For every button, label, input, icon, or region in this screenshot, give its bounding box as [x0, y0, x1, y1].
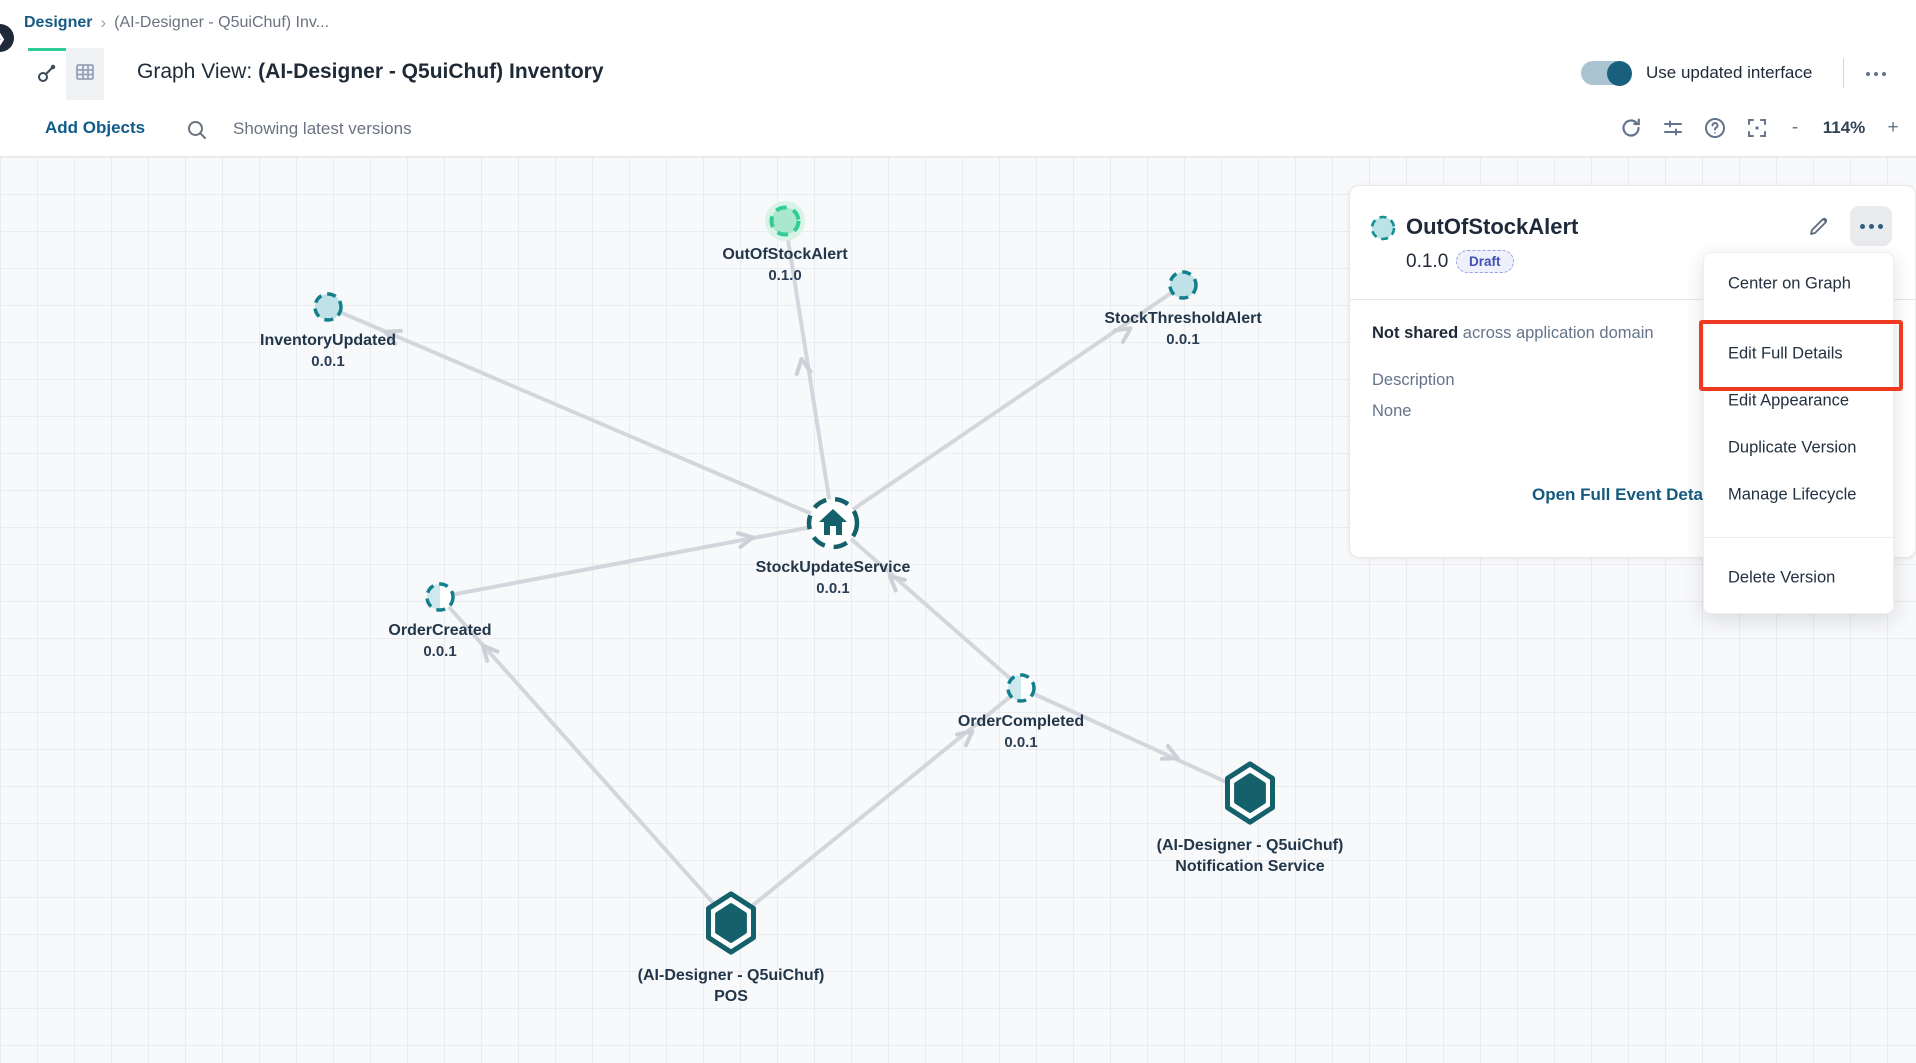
chevron-right-icon: › [100, 13, 107, 32]
panel-title: OutOfStockAlert [1406, 214, 1579, 239]
toggle-knob [1607, 60, 1632, 86]
edit-pencil-button[interactable] [1801, 210, 1835, 244]
menu-item-duplicate-version[interactable]: Duplicate Version [1728, 438, 1857, 457]
table-view-icon [74, 61, 96, 88]
panel-overflow-menu-button[interactable] [1850, 206, 1892, 246]
search-icon[interactable] [185, 118, 209, 147]
event-icon [1368, 213, 1398, 248]
description-label: Description [1372, 371, 1455, 389]
view-tabs [28, 48, 104, 100]
shared-status-text: Not shared across application domain [1372, 324, 1654, 342]
zoom-in-button[interactable]: + [1887, 117, 1899, 138]
header-bar: ❯ Designer › (AI-Designer - Q5uiChuf) In… [0, 0, 1916, 101]
toggle-label: Use updated interface [1646, 63, 1813, 82]
fit-to-screen-button[interactable] [1744, 115, 1770, 141]
panel-divider [1350, 299, 1915, 300]
graph-toolbar: Add Objects Showing latest versions [0, 100, 1916, 157]
breadcrumb-designer[interactable]: Designer [24, 14, 93, 31]
page-title-prefix: Graph View: [137, 60, 253, 83]
node-label-POS: (AI-Designer - Q5uiChuf)POS [637, 967, 825, 1005]
help-button[interactable] [1702, 115, 1728, 141]
panel-version: 0.1.0 [1406, 251, 1449, 272]
description-value: None [1372, 402, 1412, 420]
breadcrumb-current: (AI-Designer - Q5uiChuf) Inv... [114, 14, 330, 31]
menu-divider [1704, 537, 1893, 538]
menu-item-edit-appearance[interactable]: Edit Appearance [1728, 391, 1850, 410]
draft-status-badge: Draft [1456, 250, 1514, 273]
filter-settings-button[interactable] [1660, 115, 1686, 141]
page-title-name: (AI-Designer - Q5uiChuf) Inventory [258, 60, 604, 83]
zoom-level[interactable]: 114% [1822, 118, 1866, 137]
tab-graph-view[interactable] [28, 48, 66, 100]
zoom-out-button[interactable]: - [1791, 117, 1799, 138]
menu-item-center-on-graph[interactable]: Center on Graph [1728, 274, 1851, 293]
node-label-NotificationService: (AI-Designer - Q5uiChuf)Notification Ser… [1156, 837, 1344, 875]
tab-table-view[interactable] [66, 48, 104, 100]
updated-interface-toggle[interactable] [1581, 60, 1632, 86]
graph-view-icon [36, 62, 58, 89]
version-status-text: Showing latest versions [233, 119, 412, 138]
refresh-button[interactable] [1618, 115, 1644, 141]
menu-item-delete-version[interactable]: Delete Version [1728, 568, 1836, 587]
open-full-event-details-link[interactable]: Open Full Event Details [1532, 485, 1722, 504]
header-divider [1843, 58, 1844, 88]
menu-divider [1704, 323, 1893, 324]
menu-item-manage-lifecycle[interactable]: Manage Lifecycle [1728, 485, 1857, 504]
add-objects-button[interactable]: Add Objects [45, 118, 146, 137]
page-title: Graph View:(AI-Designer - Q5uiChuf) Inve… [137, 60, 604, 84]
breadcrumb: Designer › (AI-Designer - Q5uiChuf) Inv.… [24, 12, 329, 34]
avatar[interactable]: ❯ [0, 24, 14, 52]
menu-item-edit-full-details[interactable]: Edit Full Details [1728, 344, 1843, 363]
header-overflow-menu-button[interactable] [1858, 62, 1894, 86]
